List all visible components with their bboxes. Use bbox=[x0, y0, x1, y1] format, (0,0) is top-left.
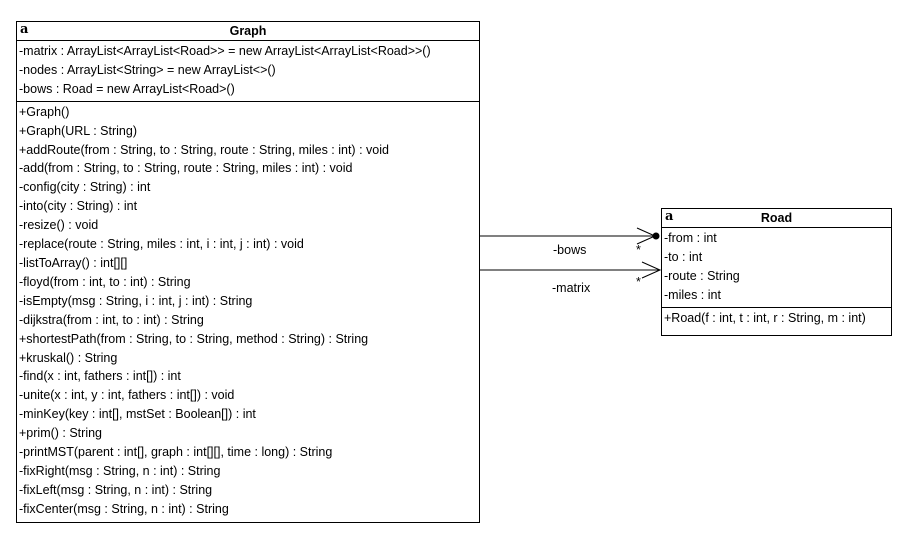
graph-operation: -fixLeft(msg : String, n : int) : String bbox=[19, 482, 213, 497]
graph-operation: -isEmpty(msg : String, i : int, j : int)… bbox=[19, 293, 253, 308]
graph-operation: +Graph() bbox=[19, 104, 70, 119]
graph-operation: -find(x : int, fathers : int[]) : int bbox=[19, 369, 181, 384]
graph-operation: -fixRight(msg : String, n : int) : Strin… bbox=[19, 463, 221, 478]
road-operation: +Road(f : int, t : int, r : String, m : … bbox=[664, 310, 866, 325]
graph-class-header: a Graph bbox=[17, 22, 479, 41]
bows-ownership-dot bbox=[652, 232, 660, 240]
road-attributes-compartment: -from : int -to : int -route : String -m… bbox=[662, 228, 891, 307]
bows-multiplicity: * bbox=[636, 243, 641, 257]
graph-operation: +prim() : String bbox=[19, 426, 103, 441]
graph-operation: -printMST(parent : int[], graph : int[][… bbox=[19, 445, 333, 460]
graph-operation: -floyd(from : int, to : int) : String bbox=[19, 274, 191, 289]
road-attribute: -from : int bbox=[664, 231, 717, 245]
matrix-association[interactable]: -matrix * bbox=[480, 261, 662, 295]
bows-role-label: -bows bbox=[553, 243, 586, 257]
graph-operation: -dijkstra(from : int, to : int) : String bbox=[19, 312, 204, 327]
graph-operation: -unite(x : int, y : int, fathers : int[]… bbox=[19, 388, 235, 403]
road-attribute: -to : int bbox=[664, 249, 703, 264]
graph-operation: +addRoute(from : String, to : String, ro… bbox=[19, 142, 389, 157]
graph-operation: -minKey(key : int[], mstSet : Boolean[])… bbox=[19, 407, 256, 422]
graph-operation: -fixCenter(msg : String, n : int) : Stri… bbox=[19, 501, 229, 516]
graph-operation: -listToArray() : int[][] bbox=[19, 255, 128, 270]
bows-association[interactable]: -bows * bbox=[480, 227, 660, 257]
road-attribute: -miles : int bbox=[664, 287, 721, 302]
graph-operation: +shortestPath(from : String, to : String… bbox=[19, 331, 369, 346]
graph-operation: -resize() : void bbox=[19, 218, 99, 233]
road-class-name: Road bbox=[760, 211, 793, 225]
graph-attribute: -nodes : ArrayList<String> = new ArrayLi… bbox=[19, 62, 276, 77]
graph-operation: -into(city : String) : int bbox=[19, 199, 138, 214]
graph-operations-compartment: +Graph() +Graph(URL : String) +addRoute(… bbox=[17, 100, 479, 521]
class-icon: a bbox=[665, 209, 674, 224]
road-class-box[interactable]: a Road -from : int -to : int -route : St… bbox=[661, 208, 892, 336]
graph-attribute: -bows : Road = new ArrayList<Road>() bbox=[19, 81, 235, 96]
matrix-multiplicity: * bbox=[636, 275, 641, 289]
graph-operation: +Graph(URL : String) bbox=[19, 123, 137, 138]
graph-operation: -add(from : String, to : String, route :… bbox=[19, 161, 353, 176]
graph-attribute: -matrix : ArrayList<ArrayList<Road>> = n… bbox=[19, 44, 431, 58]
road-class-header: a Road bbox=[662, 209, 891, 228]
road-attribute: -route : String bbox=[664, 268, 740, 283]
matrix-arrowhead bbox=[641, 261, 662, 279]
matrix-role-label: -matrix bbox=[552, 281, 591, 295]
graph-class-box[interactable]: a Graph -matrix : ArrayList<ArrayList<Ro… bbox=[16, 21, 480, 523]
graph-attributes-compartment: -matrix : ArrayList<ArrayList<Road>> = n… bbox=[17, 41, 479, 101]
class-icon: a bbox=[20, 22, 29, 37]
graph-class-name: Graph bbox=[229, 24, 267, 38]
graph-operation: -replace(route : String, miles : int, i … bbox=[19, 237, 304, 252]
graph-operation: -config(city : String) : int bbox=[19, 180, 151, 195]
road-operations-compartment: +Road(f : int, t : int, r : String, m : … bbox=[662, 306, 891, 330]
graph-operation: +kruskal() : String bbox=[19, 350, 118, 365]
